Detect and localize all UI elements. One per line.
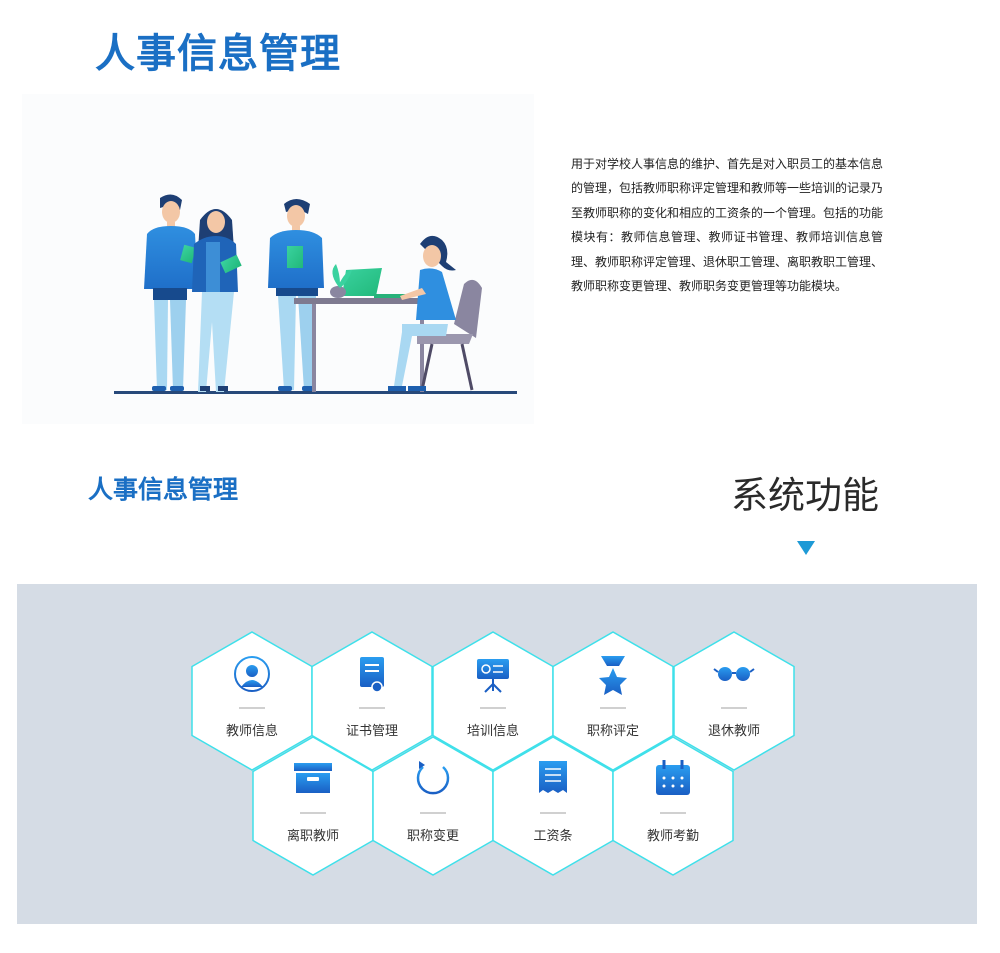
feature-label: 职称评定 <box>587 724 639 739</box>
feature-receipt[interactable]: 工资条 <box>492 736 614 876</box>
user-avatar-icon <box>234 656 270 692</box>
feature-divider <box>660 812 686 814</box>
feature-hexagon <box>612 736 734 876</box>
intro-description: 用于对学校人事信息的维护、首先是对入职员工的基本信息的管理，包括教师职称评定管理… <box>571 157 884 294</box>
feature-divider <box>300 812 326 814</box>
feature-hexagon <box>673 631 795 771</box>
feature-label: 退休教师 <box>708 723 760 739</box>
down-arrow-icon <box>797 541 815 555</box>
feature-label: 证书管理 <box>346 724 398 739</box>
calendar-icon <box>656 760 690 795</box>
feature-divider <box>239 707 265 709</box>
glasses-icon <box>713 667 755 681</box>
feature-label: 职称变更 <box>407 828 459 844</box>
feature-medal[interactable]: 职称评定 <box>552 631 674 771</box>
presentation-board-icon <box>477 659 509 693</box>
feature-archive-box[interactable]: 离职教师 <box>252 736 374 876</box>
feature-hexagon <box>552 631 674 771</box>
feature-hexagon <box>311 631 433 771</box>
feature-glasses[interactable]: 退休教师 <box>673 631 795 771</box>
certificate-icon <box>360 657 384 693</box>
feature-label: 培训信息 <box>467 723 519 739</box>
feature-divider <box>721 707 747 709</box>
feature-divider <box>480 707 506 709</box>
desk <box>294 264 440 392</box>
person-sitting-woman <box>388 235 482 391</box>
feature-label: 教师考勤 <box>647 828 699 844</box>
page-title: 人事信息管理 <box>95 31 341 77</box>
feature-refresh[interactable]: 职称变更 <box>372 736 494 876</box>
feature-label: 离职教师 <box>287 828 339 844</box>
feature-divider <box>540 812 566 814</box>
office-team-illustration <box>114 194 517 394</box>
feature-label: 教师信息 <box>226 723 278 739</box>
system-functions-title: 系统功能 <box>731 474 879 517</box>
feature-divider <box>359 707 385 709</box>
section-title: 人事信息管理 <box>88 475 239 504</box>
person-man-right <box>268 199 324 391</box>
feature-divider <box>420 812 446 814</box>
person-man-left <box>144 194 198 391</box>
archive-box-icon <box>294 763 332 793</box>
feature-calendar[interactable]: 教师考勤 <box>612 736 734 876</box>
feature-certificate[interactable]: 证书管理 <box>311 631 433 771</box>
refresh-icon <box>416 761 450 795</box>
feature-label: 工资条 <box>533 828 572 844</box>
feature-divider <box>600 707 626 709</box>
feature-presentation-board[interactable]: 培训信息 <box>432 631 554 771</box>
medal-icon <box>599 656 627 695</box>
person-woman <box>192 209 242 392</box>
receipt-icon <box>539 761 567 793</box>
